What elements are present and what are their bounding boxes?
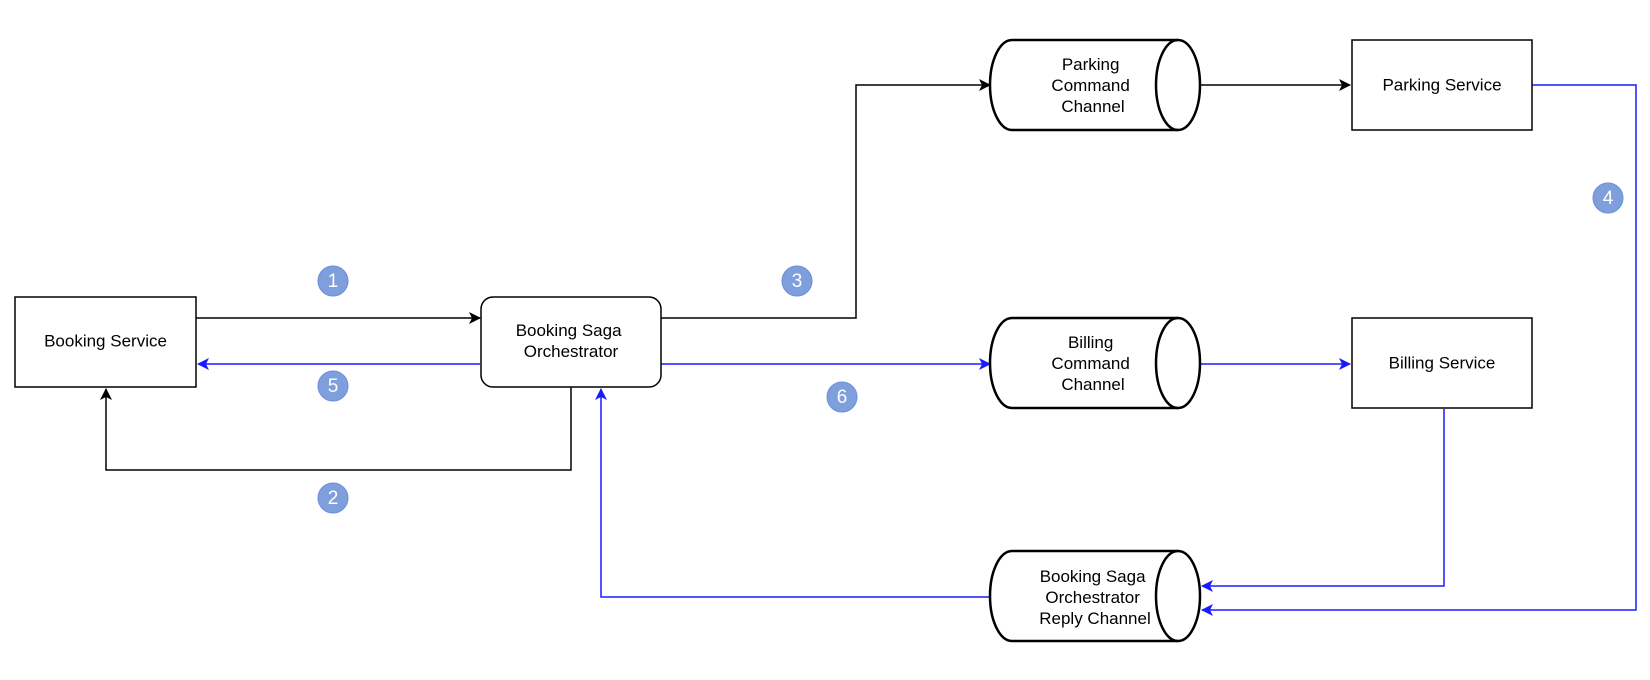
billing-command-channel-label: Billing Command Channel bbox=[1051, 333, 1134, 394]
step-badge-4: 4 bbox=[1592, 182, 1624, 214]
billing-service-label: Billing Service bbox=[1389, 353, 1496, 372]
step-badge-1: 1 bbox=[317, 265, 349, 297]
svg-text:6: 6 bbox=[837, 387, 848, 408]
parking-command-channel-label: Parking Command Channel bbox=[1051, 55, 1134, 116]
svg-text:5: 5 bbox=[328, 376, 339, 397]
billing-command-channel-node: Billing Command Channel bbox=[988, 316, 1202, 410]
step-badge-3: 3 bbox=[781, 265, 813, 297]
booking-service-node: Booking Service bbox=[14, 296, 197, 388]
svg-text:2: 2 bbox=[328, 488, 339, 509]
booking-service-label: Booking Service bbox=[44, 331, 167, 350]
edge-billing-service-to-reply-channel bbox=[1201, 409, 1445, 592]
svg-text:3: 3 bbox=[792, 271, 803, 292]
step-badge-2: 2 bbox=[317, 482, 349, 514]
orchestrator-node: Booking Saga Orchestrator bbox=[480, 296, 662, 388]
billing-service-node: Billing Service bbox=[1351, 317, 1533, 409]
step-badge-5: 5 bbox=[317, 370, 349, 402]
edge-parking-service-to-reply-channel bbox=[1201, 84, 1637, 616]
reply-channel-node: Booking Saga Orchestrator Reply Channel bbox=[988, 549, 1202, 643]
edge-orchestrator-to-booking-loop bbox=[100, 387, 572, 471]
orchestrator-label: Booking Saga Orchestrator bbox=[516, 321, 627, 361]
edge-orchestrator-to-parking-channel bbox=[661, 79, 991, 319]
edge-reply-channel-to-orchestrator bbox=[595, 388, 990, 598]
step-badge-6: 6 bbox=[826, 381, 858, 413]
parking-command-channel-node: Parking Command Channel bbox=[988, 38, 1202, 132]
svg-text:1: 1 bbox=[328, 271, 339, 292]
parking-service-label: Parking Service bbox=[1382, 75, 1501, 94]
svg-text:4: 4 bbox=[1603, 188, 1614, 209]
reply-channel-label: Booking Saga Orchestrator Reply Channel bbox=[1039, 567, 1151, 628]
parking-service-node: Parking Service bbox=[1351, 39, 1533, 131]
